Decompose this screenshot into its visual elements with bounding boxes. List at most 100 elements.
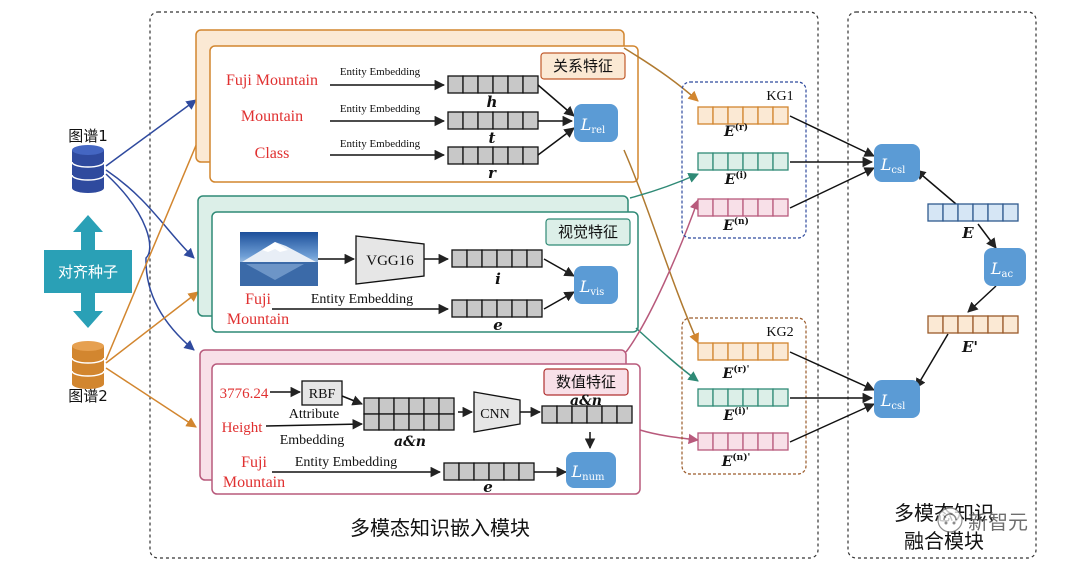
loss-ac-text: Lac (990, 259, 1014, 280)
loss-rel-text: Lrel (580, 115, 606, 136)
vgg16-block (355, 235, 425, 285)
numeric-to-kg2 (639, 429, 700, 445)
vector-i (451, 249, 543, 268)
kg1-er-label: E(r) (723, 122, 748, 140)
kg1-frame (681, 81, 807, 239)
watermark-text: 新智元 (968, 510, 1028, 534)
numeric-title-box (543, 368, 629, 396)
kg2-frame (681, 317, 807, 475)
visual-title: 视觉特征 (558, 223, 618, 241)
kg2-en-label: E(n)' (721, 452, 751, 470)
numeric-title: 数值特征 (556, 373, 616, 391)
attribute-grid-row-1 (363, 397, 455, 415)
graph1-to-relation (105, 99, 197, 167)
kg2-vector-ei (697, 388, 789, 407)
relation-entity-mountain: Mountain (241, 108, 303, 125)
graph2-to-visual (105, 291, 199, 364)
fused-e-prime-label: E' (961, 338, 978, 356)
graph1-label: 图谱1 (68, 127, 108, 145)
graph2-to-numeric (105, 367, 197, 428)
loss-vis-text: Lvis (579, 277, 605, 298)
relation-to-kg1 (623, 47, 699, 102)
graph1-to-visual (105, 169, 195, 259)
visual-entity-line2: Mountain (227, 311, 289, 328)
visual-to-kg1 (629, 173, 699, 199)
vector-r-label: r (488, 164, 497, 182)
kg1-vector-en (697, 198, 789, 217)
kg1-en-label: E(n) (722, 216, 749, 234)
loss-csl-top-node (874, 144, 920, 182)
embedding-label: Embedding (280, 433, 345, 448)
loss-csl-bottom-node (874, 380, 920, 418)
fusion-module-title-line2: 融合模块 (904, 529, 984, 553)
vector-e-numeric (443, 462, 535, 481)
visual-title-box (545, 218, 631, 246)
visual-edge-label: Entity Embedding (311, 292, 413, 307)
vector-h (447, 75, 539, 94)
loss-num-text: Lnum (571, 462, 606, 483)
fused-e-label: E (961, 224, 974, 242)
relation-entity-class: Class (255, 145, 290, 162)
an-label-top: a&n (570, 393, 602, 409)
numeric-entity-line1: Fuji (241, 454, 267, 471)
loss-vis-node (574, 266, 618, 304)
kg1-ei-label: E(i) (724, 170, 748, 188)
vector-e-visual (451, 299, 543, 318)
graph2-to-relation (105, 111, 212, 361)
loss-num-node (566, 452, 616, 488)
kg2-vector-er (697, 342, 789, 361)
fusion-module-frame (847, 11, 1037, 559)
embedding-module-title: 多模态知识嵌入模块 (350, 516, 530, 540)
kg2-ei-label: E(i)' (722, 406, 748, 424)
fused-vector-e (927, 203, 1019, 222)
relation-title-box (540, 52, 626, 80)
relation-title: 关系特征 (553, 57, 613, 75)
vector-e-label-visual: e (493, 316, 503, 334)
relation-entity-fuji: Fuji Mountain (226, 72, 318, 89)
kg2-er-label: E(r)' (722, 364, 750, 382)
rbf-block (301, 380, 343, 406)
cnn-text: CNN (480, 407, 510, 422)
vgg16-text: VGG16 (366, 253, 414, 269)
cnn-block (473, 391, 521, 433)
vector-t-label: t (489, 129, 496, 147)
numeric-edge-label: Entity Embedding (295, 455, 397, 470)
watermark-logo-icon (937, 507, 963, 533)
attribute-label: Attribute (289, 407, 340, 422)
rbf-text: RBF (309, 387, 336, 402)
vector-an (541, 405, 633, 424)
numeric-to-kg1 (625, 199, 700, 353)
kg1-label: KG1 (766, 89, 793, 104)
kg1-vector-ei (697, 152, 789, 171)
vector-i-label: i (495, 270, 501, 288)
kg1-vector-er (697, 106, 789, 125)
kg2-vector-en (697, 432, 789, 451)
loss-ac-node (984, 248, 1026, 286)
graph1-database-icon (71, 145, 105, 193)
an-label-grid: a&n (394, 434, 426, 450)
loss-rel-node (574, 104, 618, 142)
vector-e-label-numeric: e (483, 478, 493, 496)
graph1-to-numeric (105, 173, 195, 351)
loss-csl-bottom-text: Lcsl (880, 391, 906, 412)
embedding-module-frame (149, 11, 819, 559)
relation-edge-label-1: Entity Embedding (340, 66, 421, 78)
kg1-vector-labels: E(r) E(i) E(n) (722, 122, 749, 234)
loss-csl-top-text: Lcsl (880, 155, 906, 176)
vector-h-label: h (487, 93, 498, 111)
visual-entity-line1: Fuji (245, 291, 271, 308)
vector-r (447, 146, 539, 165)
relation-edge-label-3: Entity Embedding (340, 138, 421, 150)
numeric-entity-line2: Mountain (223, 474, 285, 491)
alignment-seed-label: 对齐种子 (58, 263, 118, 281)
kg2-label: KG2 (766, 325, 793, 340)
relation-to-kg2 (623, 149, 699, 344)
alignment-seed-double-arrow (44, 215, 132, 328)
numeric-value: 3776.24 (220, 386, 269, 402)
graph2-database-icon (71, 341, 105, 389)
relation-edge-label-2: Entity Embedding (340, 103, 421, 115)
vector-t (447, 111, 539, 130)
numeric-attribute: Height (222, 420, 264, 436)
visual-to-kg2 (635, 327, 699, 382)
